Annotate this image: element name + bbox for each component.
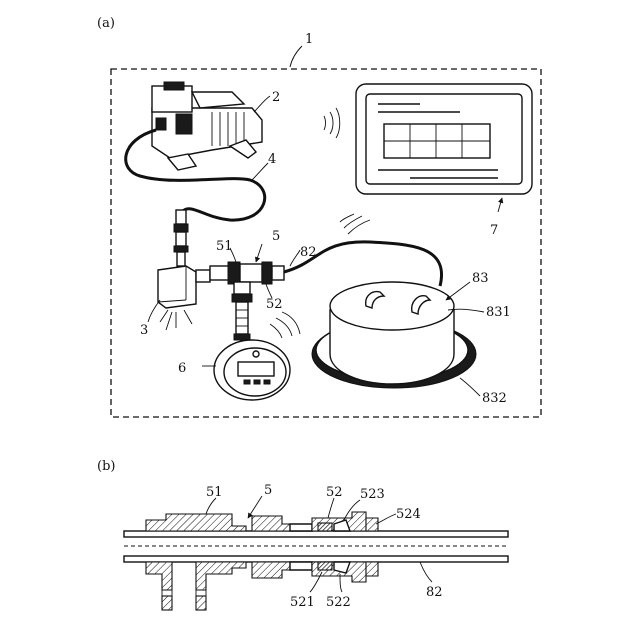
label-system: 1 [305, 32, 313, 47]
label-cushion832: 832 [482, 391, 507, 406]
b-tube82-leader: 82 [420, 562, 443, 600]
label-b-part524: 524 [396, 507, 421, 522]
label-b-part523: 523 [360, 487, 385, 502]
tablet-leader: 7 [490, 198, 502, 238]
sensor-light-rays [160, 310, 192, 330]
tablet-display [356, 84, 532, 194]
compressor-leader: 2 [254, 90, 280, 112]
label-compressor: 2 [272, 90, 280, 105]
cushion83-leader: 83 [446, 271, 489, 300]
sensor-leader: 3 [140, 300, 160, 338]
part52-leader: 52 [266, 284, 283, 312]
b-connector-leader: 5 [248, 483, 272, 518]
b-part521-leader: 521 [290, 572, 322, 610]
tablet-wifi-waves-left [324, 108, 340, 138]
label-b-tube82: 82 [426, 585, 443, 600]
label-tablet: 7 [490, 223, 498, 238]
label-part51: 51 [216, 239, 233, 254]
gauge-leader: 6 [178, 361, 216, 376]
label-tube82: 82 [300, 245, 317, 260]
label-hose: 4 [268, 152, 276, 167]
label-cushion83: 83 [472, 271, 489, 286]
cushion832-leader: 832 [460, 378, 507, 406]
connector-leader: 5 [256, 229, 280, 262]
panel-a-label: (a) [97, 16, 115, 31]
label-gauge: 6 [178, 361, 186, 376]
gauge-wifi-waves [270, 312, 300, 338]
label-part52: 52 [266, 297, 283, 312]
b-part522-leader: 522 [326, 574, 351, 610]
part51-leader: 51 [216, 239, 236, 262]
tablet-wifi-waves-bottom [340, 214, 370, 234]
b-part524-leader: 524 [376, 507, 421, 524]
b-part52-leader: 52 [326, 485, 343, 518]
label-b-connector: 5 [264, 483, 272, 498]
panel-b-label: (b) [97, 459, 115, 474]
cushion831-leader: 831 [448, 305, 511, 320]
cross-section [124, 512, 508, 610]
label-b-part52: 52 [326, 485, 343, 500]
seat-cushion [312, 282, 476, 388]
label-b-part51: 51 [206, 485, 223, 500]
label-b-part521: 521 [290, 595, 315, 610]
air-compressor [152, 82, 262, 170]
hose-leader: 4 [252, 152, 276, 180]
label-connector: 5 [272, 229, 280, 244]
b-part51-leader: 51 [206, 485, 223, 514]
label-sensor-unit: 3 [140, 323, 148, 338]
hose-fitting [174, 210, 188, 266]
sensor-unit [158, 266, 210, 308]
system-leader: 1 [290, 32, 313, 67]
label-cushion831: 831 [486, 305, 511, 320]
pressure-gauge [214, 340, 290, 400]
label-b-part522: 522 [326, 595, 351, 610]
